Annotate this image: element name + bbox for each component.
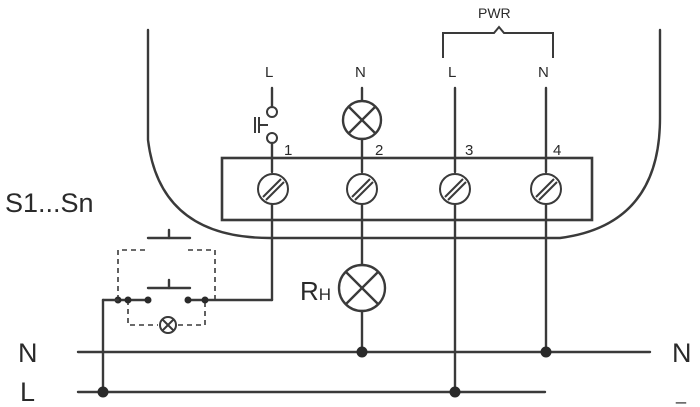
switches-label: S1...Sn	[5, 188, 94, 218]
contact-top-icon	[266, 106, 278, 118]
switch-group	[114, 228, 216, 334]
junction-dot	[201, 296, 209, 304]
pwr-l-label: L	[448, 64, 456, 81]
junction-dot	[124, 296, 132, 304]
bus-n-label-right: N	[672, 338, 692, 368]
dashed-switch-left-wire	[117, 249, 148, 300]
terminal-screw-1	[257, 173, 289, 205]
contact-bottom-icon	[266, 132, 278, 144]
bus-junction-t3	[449, 386, 461, 398]
pwr-bracket	[442, 25, 554, 58]
device-housing-outline	[146, 28, 662, 240]
rh-label: RH	[300, 276, 331, 306]
bus-junction-t4	[540, 346, 552, 358]
bus-junction-switches	[97, 386, 109, 398]
pwr-label: PWR	[478, 5, 511, 21]
small-lamp-icon	[159, 316, 177, 334]
lamp-n-label: N	[355, 64, 366, 81]
terminal-label-1: 1	[284, 142, 292, 159]
dashed-lamp-right-wire	[178, 300, 206, 326]
bus-l-label-left: L	[20, 377, 35, 407]
pwr-n-label: N	[538, 64, 549, 81]
terminal-label-3: 3	[465, 142, 473, 159]
push-button-icon	[254, 117, 268, 133]
junction-dot	[144, 296, 152, 304]
terminal-label-2: 2	[375, 142, 383, 159]
bell-l-label: L	[265, 64, 273, 81]
dashed-switch-right-wire	[188, 249, 216, 300]
bus-l-label-right: _	[675, 384, 687, 405]
indicator-lamp-icon	[341, 99, 383, 141]
rh-lamp-icon	[337, 263, 387, 313]
terminal-label-4: 4	[553, 142, 561, 159]
dashed-lamp-left-wire	[127, 300, 158, 326]
junction-dot	[184, 296, 192, 304]
bus-n-label-left: N	[18, 338, 38, 368]
bus-junction-rh	[356, 346, 368, 358]
